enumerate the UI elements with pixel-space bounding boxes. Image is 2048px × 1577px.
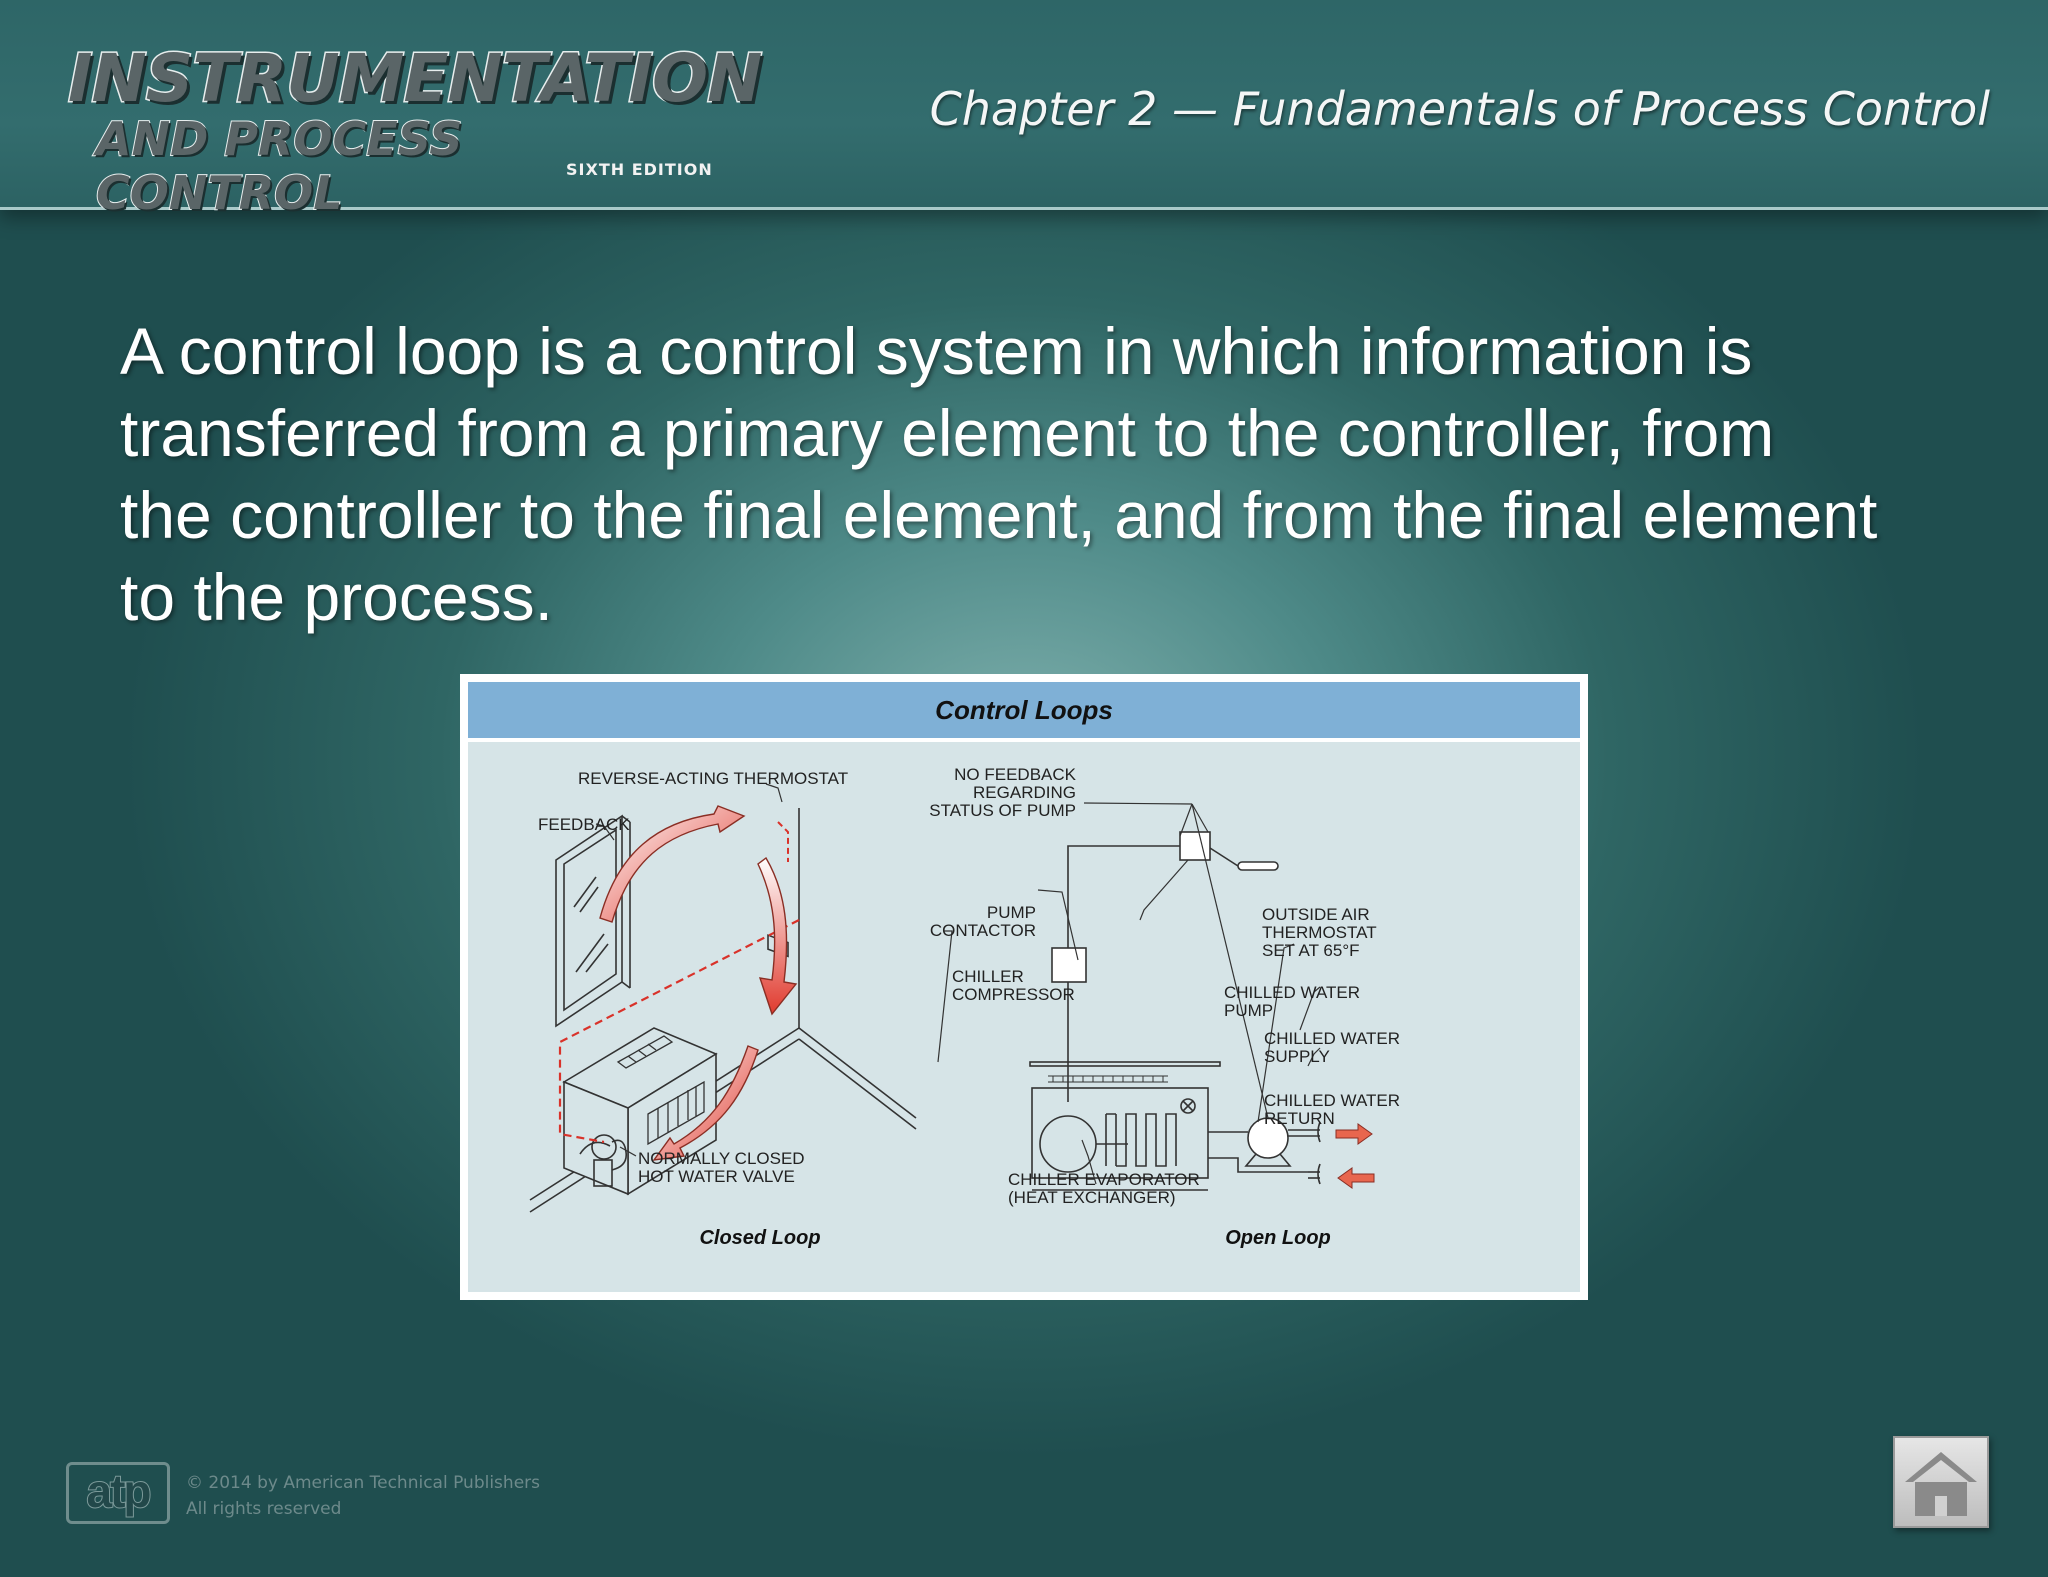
label-outside-air-1: OUTSIDE AIR [1262,905,1370,924]
chapter-title: Chapter 2 — Fundamentals of Process Cont… [929,82,1990,136]
figure-title: Control Loops [935,694,1113,725]
open-loop-drawing [1029,831,1321,1191]
control-loops-diagram: REVERSE-ACTING THERMOSTAT FEEDBACK NORMA… [529,765,1400,1249]
figure-body: REVERSE-ACTING THERMOSTAT FEEDBACK NORMA… [468,742,1580,1292]
home-icon [1905,1452,1977,1516]
label-pump-contactor-1: PUMP [987,903,1036,922]
label-hot-water-valve: HOT WATER VALVE [638,1167,795,1186]
label-outside-air-2: THERMOSTAT [1262,923,1377,942]
control-loops-figure: Control Loops [460,674,1588,1300]
logo-line-1: INSTRUMENTATION [66,39,763,119]
copyright-line-2: All rights reserved [186,1499,342,1519]
label-feedback: FEEDBACK [538,815,630,834]
book-logo: INSTRUMENTATION AND PROCESS CONTROL SIXT… [66,39,763,222]
caption-closed-loop: Closed Loop [699,1227,820,1249]
label-chiller-compressor-2: COMPRESSOR [952,985,1075,1004]
caption-open-loop: Open Loop [1225,1227,1331,1249]
label-pump-contactor-2: CONTACTOR [930,921,1036,940]
copyright-line-1: © 2014 by American Technical Publishers [186,1473,540,1493]
header-bar: INSTRUMENTATION AND PROCESS CONTROL SIXT… [0,0,2048,222]
slide-body-text: A control loop is a control system in wh… [120,314,1878,634]
label-normally-closed: NORMALLY CLOSED [638,1149,805,1168]
label-chiller-evaporator-1: CHILLER EVAPORATOR [1008,1170,1200,1189]
closed-loop-signal-path [558,919,800,1144]
label-outside-air-3: SET AT 65°F [1262,941,1360,960]
closed-loop-drawing [529,808,917,1213]
label-reverse-acting-thermostat: REVERSE-ACTING THERMOSTAT [578,769,848,788]
logo-edition: SIXTH EDITION [566,160,713,179]
atp-logo-text: atp [86,1464,153,1518]
label-chilled-water-return-1: CHILLED WATER [1264,1091,1400,1110]
label-no-feedback-3: STATUS OF PUMP [929,801,1076,820]
atp-logo: atp [66,1462,170,1524]
label-chilled-water-pump-1: CHILLED WATER [1224,983,1360,1002]
copyright-notice: © 2014 by American Technical Publishers … [186,1470,540,1522]
flow-arrows [1335,1123,1375,1189]
figure-title-bar: Control Loops [468,682,1580,740]
label-chiller-evaporator-2: (HEAT EXCHANGER) [1008,1188,1176,1207]
closed-loop-arrows [599,805,798,1161]
logo-line-2: AND PROCESS CONTROL [95,111,463,221]
label-chilled-water-return-2: RETURN [1264,1109,1335,1128]
label-no-feedback-1: NO FEEDBACK [954,765,1077,784]
label-chilled-water-pump-2: PUMP [1224,1001,1273,1020]
label-chilled-water-supply-1: CHILLED WATER [1264,1029,1400,1048]
label-no-feedback-2: REGARDING [973,783,1076,802]
home-button[interactable] [1893,1436,1989,1528]
label-chilled-water-supply-2: SUPPLY [1264,1047,1330,1066]
label-chiller-compressor-1: CHILLER [952,967,1024,986]
